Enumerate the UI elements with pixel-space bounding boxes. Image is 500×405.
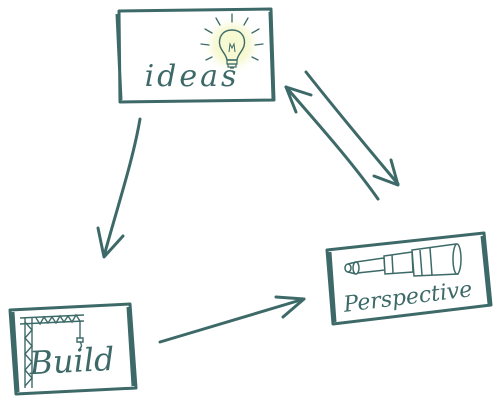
edge-ideas-to-build — [96, 117, 142, 259]
node-ideas: ideas — [115, 7, 276, 104]
node-build-label: Build — [27, 340, 115, 382]
spyglass-icon — [344, 243, 462, 277]
edge-build-to-perspective — [158, 295, 306, 344]
lightbulb-icon — [200, 13, 264, 75]
node-perspective: Perspective — [325, 231, 493, 326]
node-ideas-box — [115, 7, 276, 104]
node-perspective-label: Perspective — [341, 277, 473, 318]
node-build-box — [8, 302, 138, 396]
node-perspective-box — [325, 231, 493, 326]
arrowhead — [96, 226, 125, 259]
arrowhead — [372, 158, 400, 187]
crane-icon — [19, 313, 85, 388]
node-ideas-label: ideas — [145, 59, 240, 94]
arrowhead — [274, 295, 306, 319]
arrowhead — [284, 85, 313, 114]
node-build: Build — [8, 302, 138, 396]
edge-perspective-ideas — [284, 70, 400, 201]
